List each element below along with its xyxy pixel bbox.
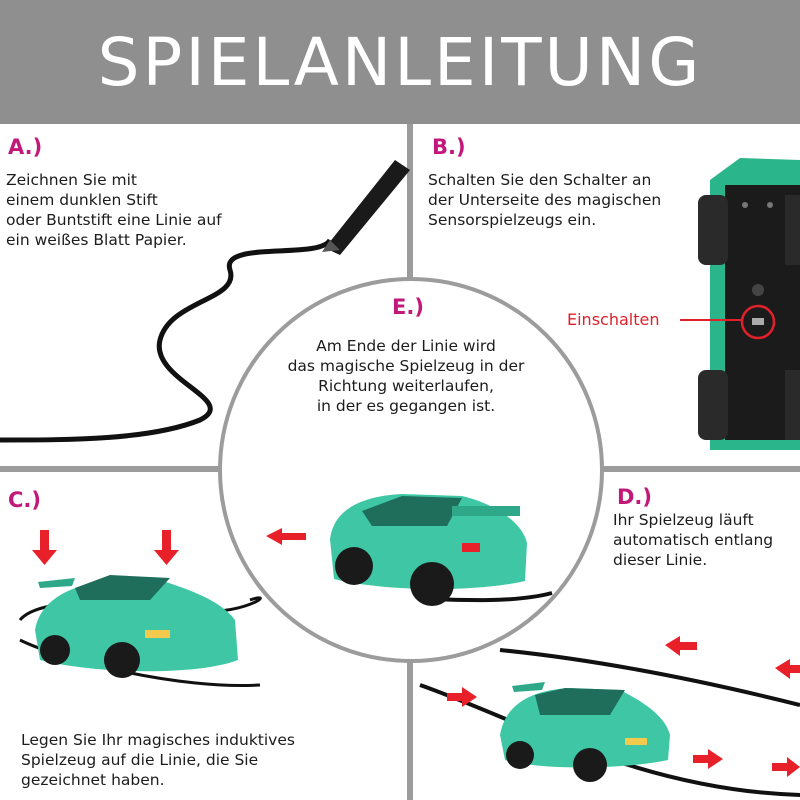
panel-e-illustration [266,494,553,606]
panel-c-letter: C.) [8,488,41,512]
divider-vertical-top [407,124,413,284]
text-line: Richtung weiterlaufen, [318,377,494,395]
divider-horizontal-left [0,466,222,472]
text-line: Zeichnen Sie mit [6,171,138,189]
switch-callout-label: Einschalten [567,310,660,329]
toy-car-icon [330,494,527,606]
text-line: gezeichnet haben. [21,771,165,789]
page-title: SPIELANLEITUNG [97,23,703,101]
panel-e-letter: E.) [392,295,424,319]
switch-icon [680,304,776,340]
center-circle-panel [218,277,604,663]
text-line: dieser Linie. [613,551,708,569]
text-line: einem dunklen Stift [6,191,158,209]
text-line: der Unterseite des magischen [428,191,662,209]
divider-vertical-bottom [407,655,413,800]
red-arrow-icon [447,636,800,777]
panel-b-instructions: Schalten Sie den Schalter an der Unterse… [428,170,661,230]
text-line: Ihr Spielzeug läuft [613,511,754,529]
text-line: oder Buntstift eine Linie auf [6,211,222,229]
panel-a-instructions: Zeichnen Sie mit einem dunklen Stift ode… [6,170,222,250]
panel-d-instructions: Ihr Spielzeug läuft automatisch entlang … [613,510,773,570]
text-line: in der es gegangen ist. [316,397,496,415]
toy-underside-icon [698,158,800,450]
panel-d-letter: D.) [617,485,653,509]
panel-e-instructions: Am Ende der Linie wird das magische Spie… [260,336,552,416]
text-line: Sensorspielzeugs ein. [428,211,597,229]
panel-a-letter: A.) [8,135,43,159]
text-line: Spielzeug auf die Linie, die Sie [21,751,259,769]
text-line: Legen Sie Ihr magisches induktives [21,731,295,749]
red-arrow-icon [32,530,179,565]
divider-horizontal-right [600,466,800,472]
text-line: Am Ende der Linie wird [316,337,496,355]
text-line: Schalten Sie den Schalter an [428,171,652,189]
text-line: ein weißes Blatt Papier. [6,231,187,249]
red-arrow-icon [266,528,306,545]
toy-car-icon [500,682,670,782]
toy-car-icon [35,575,238,678]
pen-icon [0,160,410,443]
panel-c-instructions: Legen Sie Ihr magisches induktives Spiel… [21,730,295,790]
text-line: automatisch entlang [613,531,774,549]
text-line: das magische Spielzeug in der [287,357,525,375]
panel-b-letter: B.) [432,135,466,159]
header-banner: SPIELANLEITUNG [0,0,800,124]
